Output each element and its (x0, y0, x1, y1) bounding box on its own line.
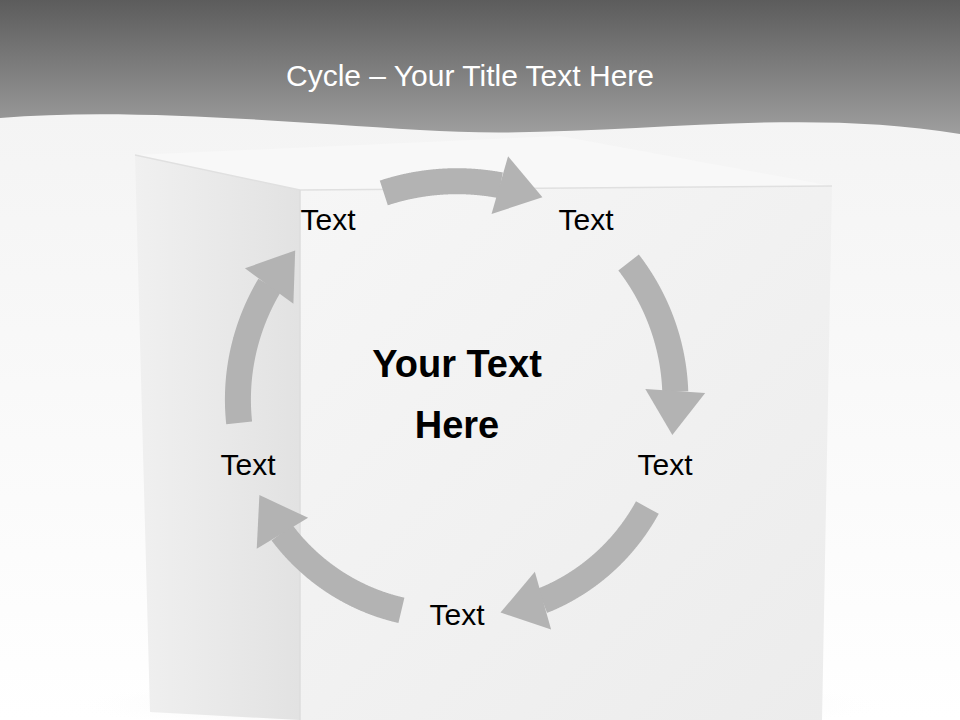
cycle-step: Text (292, 198, 363, 242)
arrow-shaft (629, 262, 676, 391)
step-text: Text (429, 597, 484, 633)
step-text: Text (637, 447, 692, 483)
center-text: Your Text Here (337, 334, 577, 456)
arrow-head (245, 250, 295, 303)
arrow-shaft (384, 181, 501, 193)
cycle-step: Text (212, 443, 283, 487)
cycle-step: Text (550, 198, 621, 242)
cycle-step: Text (629, 443, 700, 487)
cycle-arrow (384, 156, 543, 214)
cycle-step: Text (421, 593, 492, 637)
arrow-shaft (542, 508, 647, 601)
arrow-head (645, 389, 705, 435)
cube-left-face (135, 155, 300, 720)
arrow-shaft (282, 533, 401, 611)
step-text: Text (558, 202, 613, 238)
arrow-head (501, 572, 552, 630)
step-text: Text (220, 447, 275, 483)
arrow-head (257, 495, 308, 549)
slide-title: Cycle – Your Title Text Here (286, 59, 654, 93)
cube-edge (299, 190, 301, 720)
cycle-arrow (501, 508, 648, 630)
step-text: Text (300, 202, 355, 238)
cycle-arrow (257, 495, 402, 610)
cycle-arrow (238, 250, 295, 423)
header-band (0, 0, 960, 134)
arrow-head (492, 156, 543, 214)
cube-front-face (300, 186, 832, 720)
arrow-shaft (238, 285, 270, 422)
cycle-arrow (629, 262, 706, 434)
